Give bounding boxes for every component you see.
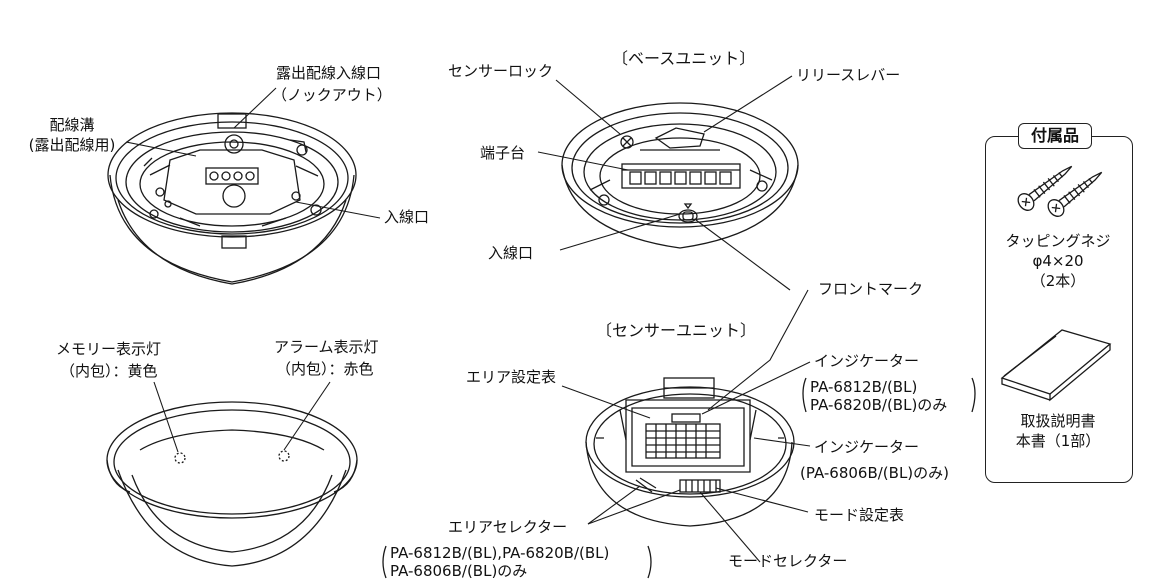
label-mode-table: モード設定表 [814,506,905,524]
accessory-manual-qty: 本書（1部） [1015,432,1101,450]
label-wiring-groove: 配線溝 [49,116,95,134]
label-indicator-1-model-a: PA-6812B/(BL) [810,378,918,396]
label-alarm-lamp: アラーム表示灯 [274,338,379,356]
accessories-title: 付属品 [1018,123,1092,149]
leader-lines [125,75,811,563]
label-alarm-lamp-sub: （内包）：赤色 [276,360,374,378]
label-area-selector-model-b: PA-6806B/(BL)のみ [390,562,528,580]
accessory-manual-name: 取扱説明書 [1020,412,1096,430]
dome-cover-illustration [106,401,358,567]
label-wiring-groove-sub: (露出配線用) [28,136,116,154]
label-surface-wiring-inlet: 露出配線入線口 [276,64,382,82]
label-memory-lamp-sub: （内包）：黄色 [60,362,158,380]
accessory-screw-name: タッピングネジ [1005,232,1111,250]
base-unit-illustration [561,102,799,249]
accessories-panel [985,136,1133,483]
label-terminal-block: 端子台 [480,144,526,162]
label-memory-lamp: メモリー表示灯 [56,340,162,358]
label-indicator-2: インジケーター [814,438,920,456]
wiring-base-illustration [107,112,357,285]
label-indicator-1: インジケーター [814,352,920,370]
accessory-screw-size: φ4×20 [1032,252,1084,270]
sensor-unit-illustration [585,377,795,527]
label-release-lever: リリースレバー [796,66,901,84]
label-inlet-base: 入線口 [488,244,534,262]
label-sensor-unit: 〔センサーユニット〕 [596,321,757,340]
label-front-mark: フロントマーク [818,280,924,298]
label-area-selector-model-a: PA-6812B/(BL),PA-6820B/(BL) [390,544,610,562]
label-indicator-1-model-b: PA-6820B/(BL)のみ [810,396,948,414]
label-area-table: エリア設定表 [466,368,557,386]
label-inlet-left: 入線口 [384,208,430,226]
label-base-unit: 〔ベースユニット〕 [612,49,756,68]
label-knockout: （ノックアウト） [272,86,392,104]
label-mode-selector: モードセレクター [728,552,848,570]
accessory-screws-illustration [1017,165,1103,217]
label-area-selector: エリアセレクター [448,518,568,536]
label-sensor-lock: センサーロック [448,62,554,80]
accessory-manual-illustration [1000,329,1112,402]
accessory-screw-qty: （2本） [1030,272,1086,290]
label-indicator-2-model: (PA-6806B/(BL)のみ) [800,464,950,482]
